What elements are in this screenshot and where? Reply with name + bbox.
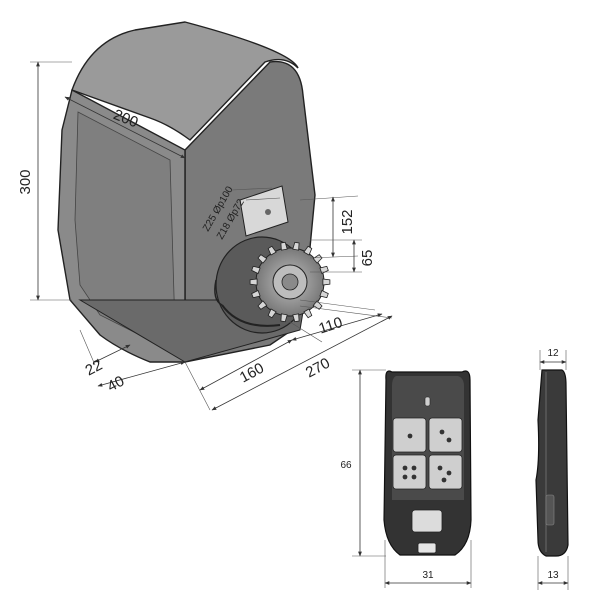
dim-remote-31: 31 — [422, 570, 434, 581]
motor-unit — [57, 21, 331, 363]
gear-tooth — [251, 289, 261, 299]
pinion-gear — [249, 241, 331, 323]
dim-remote-13: 13 — [547, 570, 559, 581]
motor-front-panel — [74, 111, 176, 341]
gear-tooth — [303, 245, 313, 256]
gear-tooth — [257, 300, 268, 310]
remote-front-dimensions: 66 31 — [340, 369, 472, 588]
remote-button-4 — [428, 454, 463, 490]
dim-152: 152 — [339, 209, 356, 234]
gear-tooth — [312, 254, 323, 264]
gear-tooth — [267, 245, 277, 256]
gear-tooth — [257, 254, 268, 264]
remote-side-body — [535, 369, 569, 557]
gear-tooth — [267, 308, 277, 319]
remote-side-slot — [545, 494, 555, 526]
remote-button-3 — [392, 454, 427, 490]
gear-tooth — [280, 241, 288, 251]
dim-110: 110 — [317, 314, 345, 338]
gear-tooth — [319, 289, 329, 299]
remote-button-2 — [428, 417, 463, 453]
remote-window — [411, 509, 443, 533]
remote-clip — [417, 542, 437, 554]
gear-tooth — [292, 241, 300, 251]
dim-160: 160 — [237, 360, 267, 387]
mounting-hole — [265, 209, 271, 215]
dim-65: 65 — [359, 250, 376, 267]
dim-remote-12: 12 — [547, 348, 559, 359]
remote-side-dimensions: 12 13 — [537, 348, 569, 590]
dim-height-300: 300 — [17, 169, 34, 194]
remote-side — [535, 369, 569, 557]
dim-40: 40 — [105, 373, 128, 396]
remote-led — [424, 396, 431, 407]
gear-tooth — [322, 278, 331, 286]
gear-tooth — [312, 300, 323, 310]
gear-tooth — [249, 278, 258, 286]
dim-22: 22 — [83, 357, 106, 380]
dim-remote-66: 66 — [340, 460, 352, 471]
gear-tooth — [319, 265, 329, 275]
gear-tooth — [251, 265, 261, 275]
remote-front — [383, 370, 472, 556]
dim-270: 270 — [303, 355, 333, 382]
